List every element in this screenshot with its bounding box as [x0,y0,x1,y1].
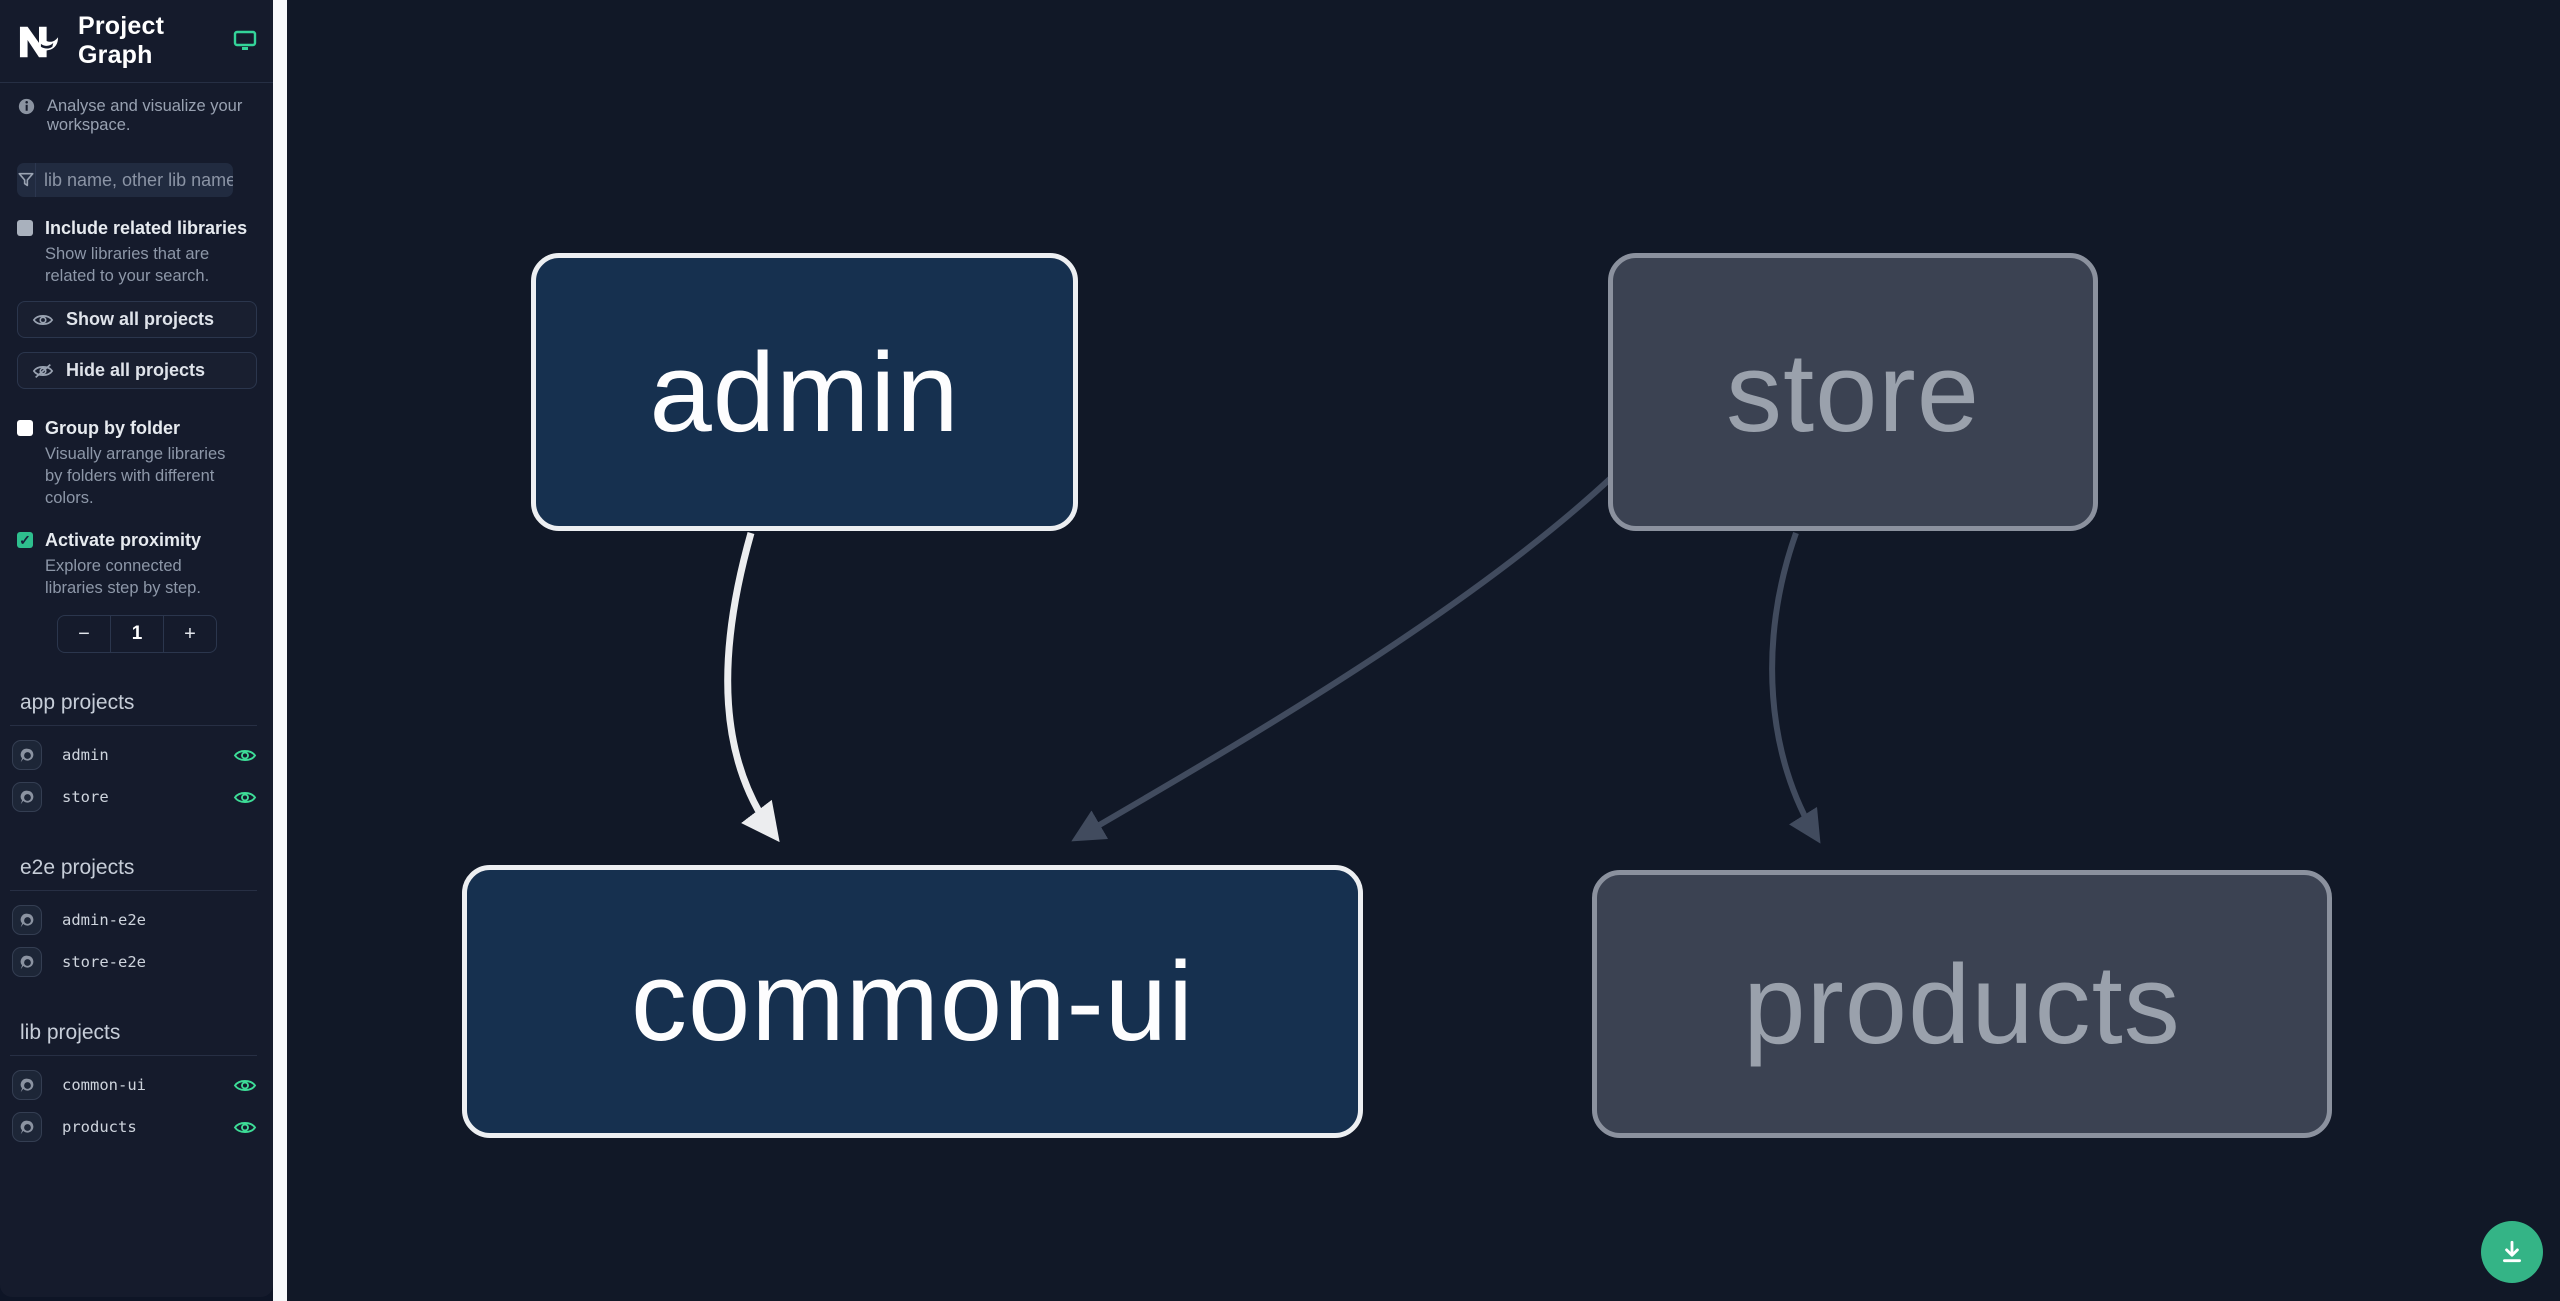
eye-icon[interactable] [233,1119,257,1136]
proximity-checkbox[interactable]: ✓ [17,532,33,549]
node-label: common-ui [631,939,1194,1064]
proximity-label: Activate proximity [45,530,202,551]
graph-node-common-ui[interactable]: common-ui [462,865,1363,1138]
edge-admin-to-common-ui[interactable] [724,532,780,843]
tagline: Analyse and visualize your workspace. [0,83,273,141]
info-icon [18,98,35,115]
focus-project-button[interactable] [12,905,42,936]
project-graph-canvas[interactable]: admin store common-ui products [287,0,2560,1301]
show-all-projects-button[interactable]: Show all projects [17,301,257,339]
download-icon [2503,1240,2521,1263]
edge-store-to-common-ui[interactable] [1071,474,1615,842]
group-by-folder-checkbox[interactable] [17,420,33,437]
proximity-increment-button[interactable]: + [184,622,196,645]
include-related-option[interactable]: Include related libraries Show libraries… [0,197,273,287]
section-title: e2e projects [10,856,257,892]
proximity-description: Explore connected libraries step by step… [45,556,201,598]
group-by-folder-description: Visually arrange libraries by folders wi… [45,444,226,508]
project-name: common-ui [62,1076,146,1095]
focus-project-icon [20,955,33,970]
focus-project-button[interactable] [12,782,42,813]
graph-edges [724,474,1821,844]
focus-project-icon [20,790,33,805]
focus-project-icon [20,1078,33,1093]
list-item: products [0,1106,273,1148]
proximity-value: 1 [110,616,164,653]
funnel-icon [17,163,36,197]
list-item: admin [0,734,273,776]
tagline-text: Analyse and visualize your workspace. [47,97,243,134]
node-label: products [1743,941,2181,1067]
group-by-folder-option[interactable]: Group by folder Visually arrange librari… [0,389,273,509]
include-related-description: Show libraries that are related to your … [45,244,210,285]
eye-icon[interactable] [233,789,257,806]
group-by-folder-label: Group by folder [45,418,180,439]
focus-project-icon [20,1120,33,1135]
list-item: store-e2e [0,941,273,983]
section-e2e-projects: e2e projects admin-e2e store-e2e [0,856,273,983]
graph-node-store[interactable]: store [1608,253,2098,531]
project-name: store-e2e [62,953,146,972]
filter-input[interactable] [36,169,233,191]
focus-project-button[interactable] [12,1112,42,1143]
filter-box [17,163,233,197]
proximity-option[interactable]: ✓ Activate proximity Explore connected l… [0,509,273,599]
proximity-stepper: − 1 + [57,615,217,654]
eye-off-icon [32,363,54,378]
hide-all-label: Hide all projects [66,360,206,381]
include-related-label: Include related libraries [45,218,248,238]
eye-icon[interactable] [233,747,257,764]
page-title: Project Graph [78,12,165,69]
focus-project-button[interactable] [12,740,42,771]
nx-logo [19,26,59,58]
node-label: admin [649,329,960,455]
edge-store-to-products[interactable] [1769,531,1821,844]
list-item: admin-e2e [0,899,273,941]
eye-icon [32,314,54,325]
monitor-icon[interactable] [233,30,257,52]
focus-project-button[interactable] [12,947,42,978]
node-label: store [1726,329,1980,455]
project-name: admin-e2e [62,911,146,930]
project-name: products [62,1118,137,1137]
focus-project-icon [20,913,33,928]
sidebar-resize-handle[interactable] [273,0,287,1301]
project-name: admin [62,746,109,765]
hide-all-projects-button[interactable]: Hide all projects [17,352,257,390]
sidebar-header: Project Graph [0,0,273,83]
include-related-checkbox[interactable] [17,220,33,236]
project-name: store [62,788,109,807]
list-item: store [0,776,273,818]
focus-project-button[interactable] [12,1070,42,1101]
graph-node-admin[interactable]: admin [531,253,1078,531]
graph-node-products[interactable]: products [1592,870,2332,1138]
section-title: lib projects [10,1021,257,1057]
eye-icon[interactable] [233,1077,257,1094]
section-title: app projects [10,691,257,727]
download-image-button[interactable] [2481,1221,2543,1283]
section-lib-projects: lib projects common-ui products [0,1021,273,1148]
focus-project-icon [20,748,33,763]
show-all-label: Show all projects [66,309,215,330]
proximity-decrement-button[interactable]: − [78,622,90,645]
list-item: common-ui [0,1064,273,1106]
sidebar: Project Graph Analyse and visualize your… [0,0,273,1297]
section-app-projects: app projects admin store [0,691,273,818]
